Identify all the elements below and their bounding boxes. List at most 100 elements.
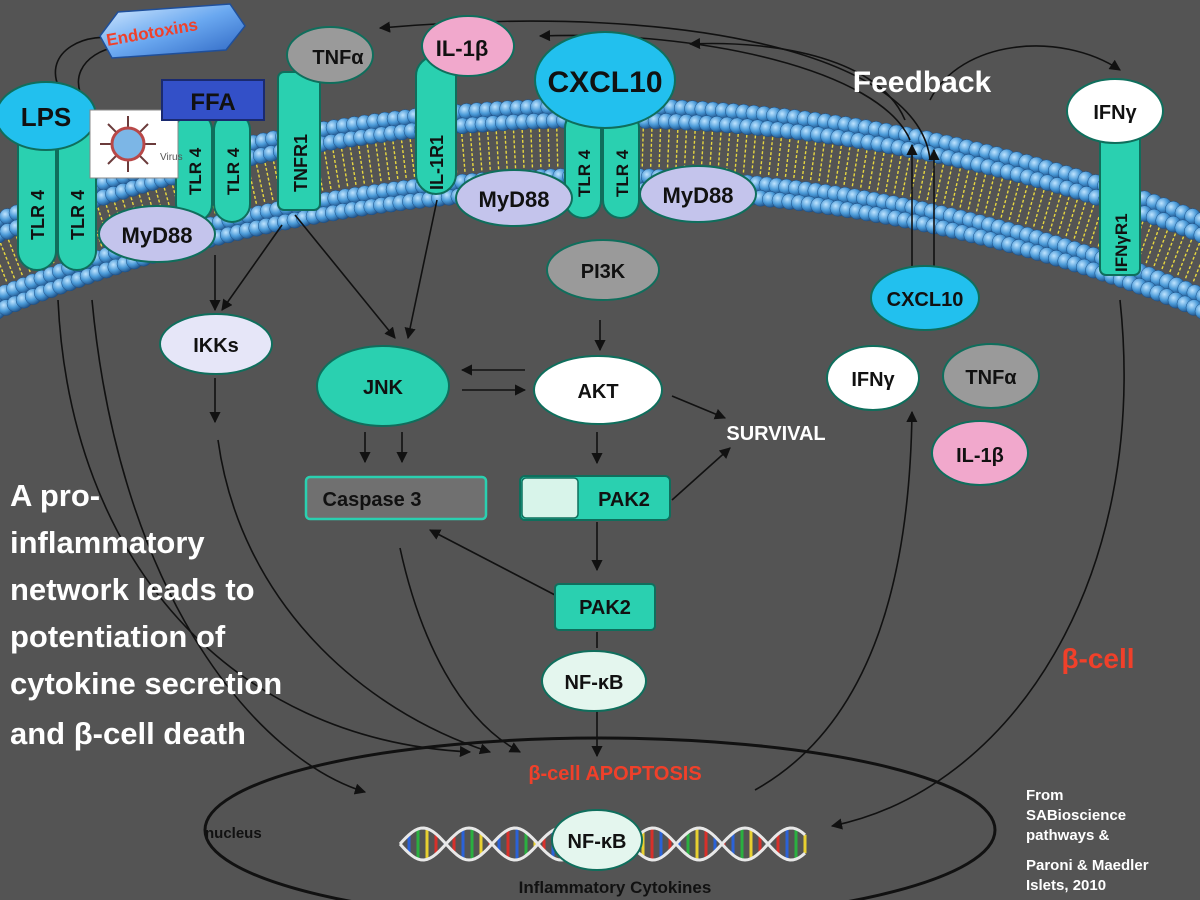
svg-text:JNK: JNK xyxy=(363,377,404,399)
lipid-tail xyxy=(1136,224,1152,263)
arrow-akt-survival xyxy=(671,395,727,420)
lipid-tail xyxy=(512,130,517,171)
svg-text:TNFα: TNFα xyxy=(312,47,364,69)
lipid-tail xyxy=(950,168,961,208)
caption-line-2: network leads to xyxy=(10,572,255,607)
caption-line-3: potentiation of xyxy=(10,619,226,654)
lipid-tail xyxy=(392,141,399,182)
svg-text:MyD88: MyD88 xyxy=(479,187,550,212)
svg-text:Caspase 3: Caspase 3 xyxy=(323,489,422,511)
lipid-tail xyxy=(892,156,902,196)
lipid-tail xyxy=(750,135,757,176)
curve-ikks-apoptosis xyxy=(217,439,492,755)
lipid-tail xyxy=(332,150,341,190)
svg-text:LPS: LPS xyxy=(21,102,72,132)
lipid-tail xyxy=(767,137,774,178)
lipid-tail xyxy=(917,161,928,201)
lipid-tail xyxy=(146,192,160,231)
svg-text:PI3K: PI3K xyxy=(581,261,626,283)
cxcl10-ligand-top: CXCL10 xyxy=(534,31,676,129)
tlr4-receptor-3: TLR 4 xyxy=(175,111,213,223)
lipid-tail xyxy=(113,202,128,241)
lipid-head xyxy=(1193,227,1200,244)
svg-text:PAK2: PAK2 xyxy=(579,597,631,619)
cxcl10-node-cell: CXCL10 xyxy=(870,265,980,331)
svg-text:IKKs: IKKs xyxy=(193,335,239,357)
ifng-ligand-top: IFNγ xyxy=(1066,78,1164,144)
curve-caspase-apoptosis xyxy=(399,547,521,753)
svg-text:PAK2: PAK2 xyxy=(598,489,650,511)
lipid-tail xyxy=(909,159,919,199)
lipid-tail xyxy=(1008,182,1020,222)
lipid-tail xyxy=(809,142,817,183)
virus-icon xyxy=(100,116,156,172)
credit: From SABioscience pathways & Paroni & Ma… xyxy=(1026,787,1149,894)
lipid-tail xyxy=(366,144,374,185)
lipid-tail xyxy=(478,132,483,173)
jnk-node: JNK xyxy=(316,345,450,427)
lipid-tail xyxy=(538,129,542,170)
svg-text:NF-κB: NF-κB xyxy=(565,672,624,694)
lipid-tail xyxy=(817,143,825,184)
lipid-tail xyxy=(901,157,911,198)
il1b-node-cell: IL-1β xyxy=(931,420,1029,486)
tlr4-receptor-2: TLR 4 xyxy=(57,119,97,271)
curve-lps-apoptosis xyxy=(57,299,472,758)
credit-line-2: pathways & xyxy=(1026,827,1110,844)
lipid-tail xyxy=(675,129,679,170)
myd88-node-center: MyD88 xyxy=(455,169,573,227)
lipid-tail xyxy=(349,147,357,187)
caption-line-0: A pro- xyxy=(10,478,100,513)
feedback-arc-cxcl10 xyxy=(688,37,906,121)
lipid-head xyxy=(1194,303,1200,319)
survival-label: SURVIVAL xyxy=(726,423,825,445)
lipid-tail xyxy=(1192,263,1200,284)
lipid-tail xyxy=(97,207,112,246)
svg-text:IL-1β: IL-1β xyxy=(436,36,489,61)
lipid-tail xyxy=(658,129,662,170)
svg-text:Virus: Virus xyxy=(160,152,183,163)
arrow-il1r1-jnk xyxy=(404,199,438,340)
svg-text:CXCL10: CXCL10 xyxy=(887,289,964,311)
lipid-tail xyxy=(692,130,696,171)
il1r1-receptor: IL-1R1 xyxy=(415,55,457,195)
feedback-arc-top xyxy=(378,20,931,161)
endotoxins-node: Endotoxins xyxy=(99,3,246,59)
svg-text:TNFα: TNFα xyxy=(965,367,1017,389)
curve-tlr-nucleus xyxy=(91,299,367,795)
lipid-tail xyxy=(1064,199,1078,239)
lipid-tail xyxy=(1080,204,1095,244)
credit-line-1: SABioscience xyxy=(1026,807,1126,824)
tlr4-receptor-4: TLR 4 xyxy=(213,111,251,223)
lipid-tail xyxy=(884,154,894,195)
svg-text:TLR 4: TLR 4 xyxy=(68,190,88,240)
lipid-tail xyxy=(801,141,808,182)
svg-text:NF-κB: NF-κB xyxy=(568,831,627,853)
svg-text:TNFR1: TNFR1 xyxy=(291,134,311,192)
lipid-tail xyxy=(666,129,670,170)
curve-ifngr1-nucleus xyxy=(830,299,1125,830)
lipid-tail xyxy=(717,132,722,173)
svg-text:CXCL10: CXCL10 xyxy=(547,66,662,99)
lipid-tail xyxy=(742,134,748,175)
lipid-tail xyxy=(1152,230,1168,269)
svg-text:TLR 4: TLR 4 xyxy=(224,147,243,195)
svg-text:AKT: AKT xyxy=(577,381,618,403)
lipid-tail xyxy=(1056,197,1070,236)
lipid-tail xyxy=(264,162,274,203)
arrow-tnfr1-jnk xyxy=(294,214,396,339)
nucleus-membrane xyxy=(203,736,997,900)
lipid-tail xyxy=(547,128,551,169)
lipid-tail xyxy=(0,242,16,281)
lipid-tail xyxy=(0,263,8,284)
lipid-tail xyxy=(641,128,644,169)
svg-text:IFNγ: IFNγ xyxy=(851,369,895,391)
nucleus: nucleus Inflammatory Cytokines xyxy=(203,736,997,900)
nucleus-label: nucleus xyxy=(205,825,262,842)
lipid-tail xyxy=(383,142,391,183)
credit-line-4: Paroni & Maedler xyxy=(1026,857,1149,874)
lipid-tail xyxy=(400,140,408,180)
virus-node: Virus xyxy=(89,109,183,179)
apoptosis-label: β-cell APOPTOSIS xyxy=(528,763,701,785)
svg-text:IL-1β: IL-1β xyxy=(956,445,1004,467)
